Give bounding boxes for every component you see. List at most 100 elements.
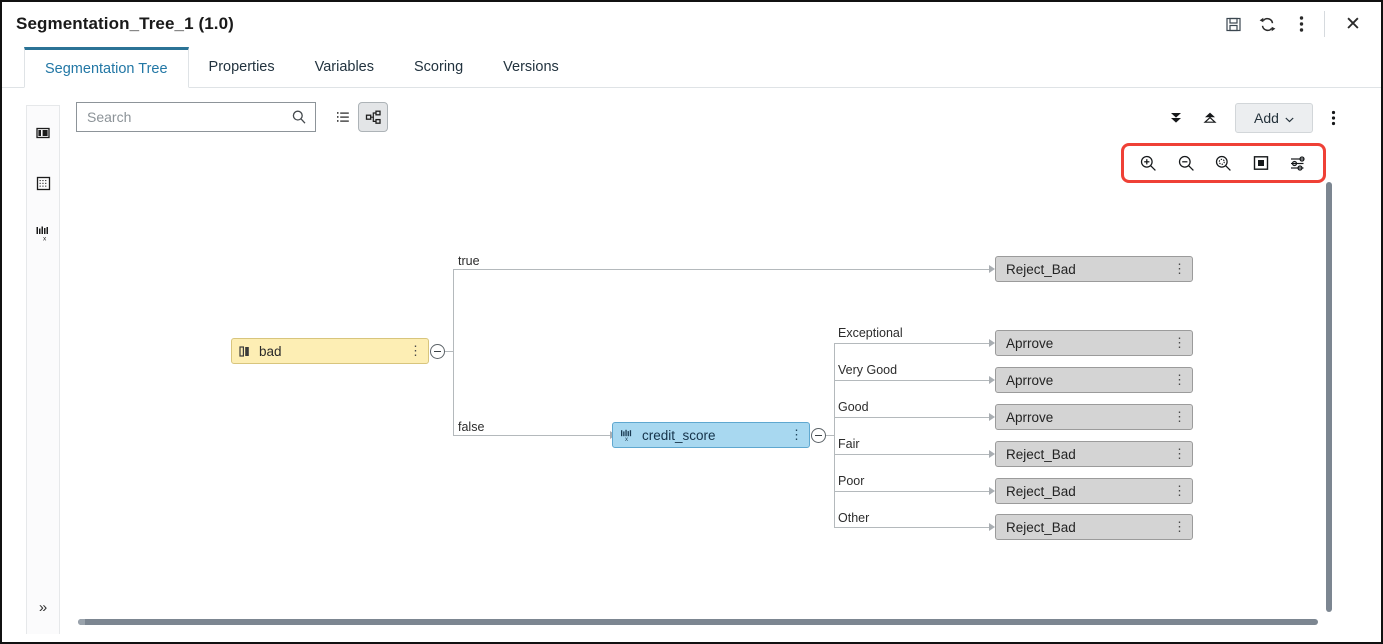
tree-node-label: bad [259, 343, 282, 359]
zoom-out-button[interactable] [1171, 149, 1201, 177]
tree-node-root[interactable]: bad ⋮ [231, 338, 429, 364]
variable-icon: x [620, 428, 634, 442]
search-box[interactable] [76, 102, 316, 132]
node-menu-icon[interactable]: ⋮ [1173, 372, 1186, 387]
tree-node-label: Aprrove [1006, 335, 1054, 351]
node-menu-icon[interactable]: ⋮ [1173, 409, 1186, 424]
tab-label: Scoring [414, 58, 464, 75]
edge-bin-arrow [989, 487, 995, 495]
variable-transform-icon[interactable]: x [27, 215, 59, 251]
node-menu-icon[interactable]: ⋮ [1173, 446, 1186, 461]
canvas-horizontal-scrollbar[interactable] [66, 616, 1336, 628]
tree-node-label: Reject_Bad [1006, 519, 1076, 535]
node-menu-icon[interactable]: ⋮ [790, 427, 803, 442]
edge-label-good: Good [838, 400, 869, 414]
add-button-label: Add [1254, 110, 1279, 126]
view-settings-button[interactable] [1283, 149, 1313, 177]
page-title: Segmentation_Tree_1 (1.0) [16, 14, 234, 33]
tab-label: Variables [314, 58, 374, 75]
horizontal-scrollbar-thumb[interactable] [78, 619, 1318, 625]
edge-split-spine [834, 343, 835, 527]
tree-leaf-fair[interactable]: Reject_Bad ⋮ [995, 441, 1193, 467]
svg-text:x: x [625, 437, 628, 442]
tab-bar: Segmentation Tree Properties Variables S… [2, 46, 1381, 88]
binning-icon [239, 345, 251, 358]
edge-bin-fair [834, 454, 989, 455]
tree-leaf-reject-bad-true[interactable]: Reject_Bad ⋮ [995, 256, 1193, 282]
node-menu-icon[interactable]: ⋮ [1173, 261, 1186, 276]
collapse-toggle-root[interactable] [430, 344, 445, 359]
svg-text:x: x [43, 235, 47, 242]
tree-view-button[interactable] [358, 102, 388, 132]
edge-bin-exceptional [834, 343, 989, 344]
zoom-controls-panel [1121, 143, 1326, 183]
node-menu-icon[interactable]: ⋮ [409, 343, 422, 358]
edge-label-very-good: Very Good [838, 363, 898, 377]
zoom-to-selection-button[interactable] [1208, 149, 1238, 177]
left-rail: x » [26, 105, 60, 634]
canvas-vertical-scrollbar[interactable] [1322, 182, 1336, 620]
add-button[interactable]: Add [1235, 103, 1313, 133]
toolbar-right-group: Add [1159, 102, 1347, 134]
tab-versions[interactable]: Versions [483, 46, 579, 87]
node-menu-icon[interactable]: ⋮ [1173, 335, 1186, 350]
tree-node-label: credit_score [642, 427, 716, 443]
tab-label: Versions [503, 58, 559, 75]
tab-properties[interactable]: Properties [189, 46, 295, 87]
fit-to-screen-button[interactable] [1246, 149, 1276, 177]
grid-table-icon[interactable] [27, 165, 59, 201]
toolbar-divider [1324, 11, 1325, 37]
tree-node-label: Aprrove [1006, 372, 1054, 388]
search-input[interactable] [77, 104, 291, 130]
tree-node-label: Reject_Bad [1006, 446, 1076, 462]
edge-true-branch [453, 269, 989, 270]
node-menu-icon[interactable]: ⋮ [1173, 519, 1186, 534]
tree-leaf-exceptional[interactable]: Aprrove ⋮ [995, 330, 1193, 356]
edge-label-poor: Poor [838, 474, 865, 488]
zoom-in-button[interactable] [1134, 149, 1164, 177]
view-toggle-group [328, 102, 388, 132]
more-options-icon[interactable] [1319, 103, 1347, 133]
edge-split-stub [824, 435, 834, 436]
rail-expand-button[interactable]: » [38, 598, 48, 616]
window-menu-icon[interactable] [1284, 7, 1318, 41]
tree-leaf-very-good[interactable]: Aprrove ⋮ [995, 367, 1193, 393]
edge-bin-arrow [989, 376, 995, 384]
edge-true-arrow [989, 265, 995, 273]
tree-node-credit-score[interactable]: x credit_score ⋮ [612, 422, 810, 448]
tab-variables[interactable]: Variables [295, 46, 394, 87]
tree-canvas[interactable]: true false Exceptional Very Good Good Fa… [66, 142, 1336, 620]
tree-leaf-other[interactable]: Reject_Bad ⋮ [995, 514, 1193, 540]
close-icon[interactable]: ✕ [1345, 13, 1361, 35]
edge-bin-other [834, 527, 989, 528]
collapse-all-icon[interactable] [1159, 103, 1193, 133]
panel-layout-icon[interactable] [27, 115, 59, 151]
list-view-button[interactable] [328, 102, 358, 132]
edge-bin-good [834, 417, 989, 418]
tree-node-label: Reject_Bad [1006, 261, 1076, 277]
node-menu-icon[interactable]: ⋮ [1173, 483, 1186, 498]
refresh-icon[interactable] [1250, 7, 1284, 41]
tree-leaf-good[interactable]: Aprrove ⋮ [995, 404, 1193, 430]
vertical-scrollbar-thumb[interactable] [1326, 182, 1332, 612]
save-icon[interactable] [1216, 7, 1250, 41]
edge-label-false: false [458, 420, 485, 434]
tab-scoring[interactable]: Scoring [394, 46, 483, 87]
title-bar: Segmentation_Tree_1 (1.0) [2, 2, 1381, 46]
collapse-toggle-credit-score[interactable] [811, 428, 826, 443]
title-bar-actions: ✕ [1216, 2, 1381, 46]
search-icon[interactable] [291, 109, 307, 125]
edge-bin-very-good [834, 380, 989, 381]
edge-label-other: Other [838, 511, 870, 525]
chevron-down-icon [1285, 110, 1294, 126]
tree-leaf-poor[interactable]: Reject_Bad ⋮ [995, 478, 1193, 504]
edge-bin-arrow [989, 450, 995, 458]
expand-all-icon[interactable] [1193, 103, 1227, 133]
edge-label-exceptional: Exceptional [838, 326, 903, 340]
edge-bin-arrow [989, 339, 995, 347]
canvas-toolbar: Add [66, 102, 1347, 136]
tab-segmentation-tree[interactable]: Segmentation Tree [24, 47, 189, 88]
edge-false-branch [453, 435, 610, 436]
edge-bin-arrow [989, 413, 995, 421]
